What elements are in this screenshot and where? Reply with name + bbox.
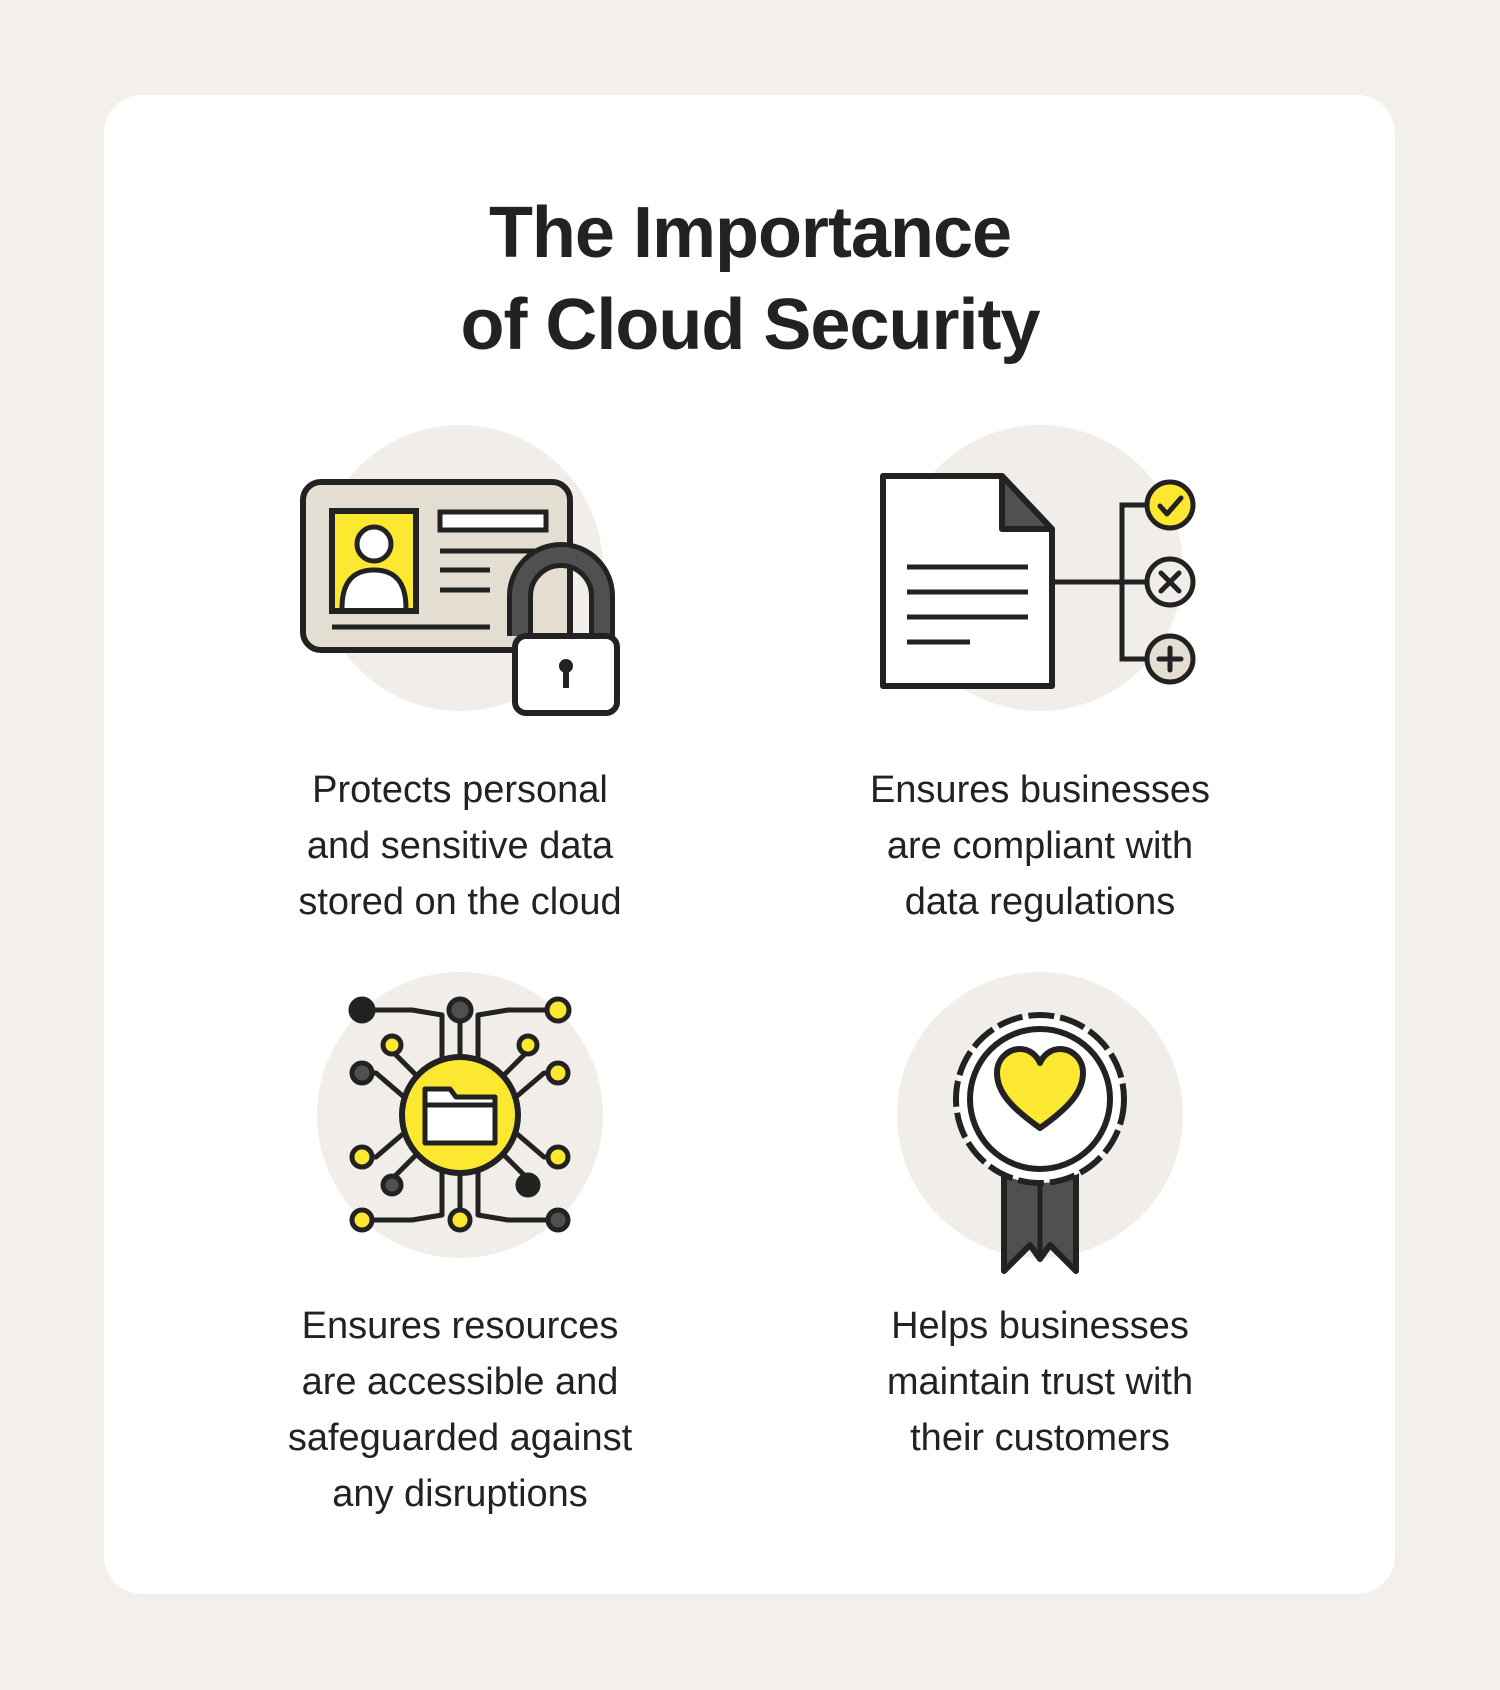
- feature-line: are compliant with: [886, 825, 1194, 867]
- feature-line: maintain trust with: [886, 1361, 1194, 1403]
- feature-line: Ensures businesses: [869, 769, 1211, 811]
- feature-line: their customers: [910, 1417, 1170, 1459]
- feature-line: are accessible and: [301, 1361, 619, 1403]
- feature-line: Protects personal: [312, 769, 608, 811]
- feature-line: stored on the cloud: [298, 881, 622, 923]
- title-line: The Importance: [488, 193, 1012, 273]
- page-title: The Importance of Cloud Security: [0, 187, 1500, 371]
- feature-line: any disruptions: [332, 1473, 588, 1515]
- title-line: of Cloud Security: [460, 285, 1040, 365]
- feature-description: Ensures businesses are compliant with da…: [760, 762, 1320, 930]
- feature-description: Ensures resources are accessible and saf…: [180, 1298, 740, 1522]
- document-checklist-icon: [860, 418, 1220, 738]
- id-card-lock-icon: [280, 418, 640, 738]
- network-folder-icon: [280, 965, 640, 1285]
- feature-line: safeguarded against: [287, 1417, 633, 1459]
- feature-line: Ensures resources: [301, 1305, 619, 1347]
- feature-description: Protects personal and sensitive data sto…: [180, 762, 740, 930]
- feature-description: Helps businesses maintain trust with the…: [760, 1298, 1320, 1466]
- feature-line: data regulations: [904, 881, 1176, 923]
- heart-badge-icon: [860, 965, 1220, 1285]
- content-card: [104, 95, 1395, 1594]
- feature-line: and sensitive data: [306, 825, 614, 867]
- feature-line: Helps businesses: [891, 1305, 1189, 1347]
